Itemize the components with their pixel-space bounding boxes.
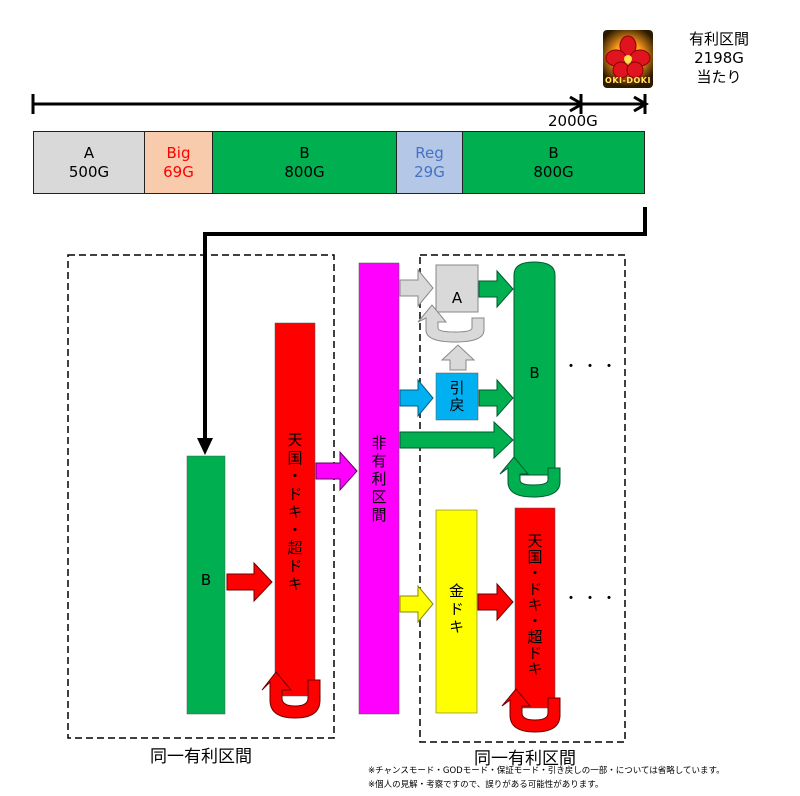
kin-doki-bar (435, 509, 478, 714)
logo-text: OKI-DOKI (605, 76, 651, 85)
hibiscus-icon (605, 35, 651, 79)
left-group-label: 同一有利区間 (150, 747, 252, 767)
segment-b1: B 800G (212, 131, 397, 194)
range-label: 2000G (548, 112, 598, 130)
hiyuuri-bar (358, 262, 400, 715)
arrow-b-to-tengoku (226, 561, 273, 603)
segment-games: 29G (414, 162, 445, 181)
left-b-label: B (200, 571, 212, 589)
connector-arrowhead (197, 438, 213, 455)
tengoku2-bar (514, 507, 556, 709)
arrow-hiyuuri-to-hiki (399, 378, 434, 418)
dots-bottom: ・・・ (563, 588, 621, 607)
left-b-bar (186, 455, 226, 715)
arrow-a-to-b (478, 269, 514, 309)
segment-big: Big 69G (144, 131, 213, 194)
segment-games: 500G (68, 162, 110, 181)
dots-top: ・・・ (563, 356, 621, 375)
arrow-hiyuuri-to-a (399, 268, 434, 308)
segment-games: 69G (163, 162, 194, 181)
connector-line (203, 207, 647, 440)
timeline-ruler (31, 94, 649, 114)
mode-a-loop-icon (417, 304, 485, 343)
right-b-bar (513, 261, 556, 476)
tengoku2-loop-icon (501, 688, 561, 733)
left-group-box (67, 254, 335, 739)
segment-a: A 500G (33, 131, 145, 194)
tengoku-loop-icon (261, 671, 321, 719)
segment-reg: Reg 29G (396, 131, 463, 194)
hiyuuri-label: 非有利区間 (369, 435, 388, 525)
arrow-hiyuuri-to-b (399, 420, 514, 460)
note-1: ※チャンスモード・GODモード・保証モード・引き戻しの一部・については省略してい… (368, 766, 725, 776)
segment-games: 800G (533, 162, 574, 181)
segment-b2: B 800G (462, 131, 645, 194)
tengoku2-label: 天国・ドキ・超ドキ (525, 533, 544, 677)
right-b-label: B (529, 364, 540, 382)
segment-games: 800G (284, 162, 325, 181)
hikimodoshi-label: 引戻 (447, 379, 466, 414)
arrow-kin-to-tengoku2 (477, 582, 514, 622)
segment-label: Reg (415, 143, 444, 162)
segment-label: B (548, 143, 559, 162)
arrow-hiki-to-b (478, 378, 514, 418)
okidoki-logo (603, 30, 653, 88)
right-b-loop-icon (499, 456, 561, 498)
segment-label: A (83, 143, 95, 162)
right-group-label: 同一有利区間 (474, 749, 576, 769)
hikimodoshi-block (435, 372, 479, 421)
tengoku-label: 天国・ドキ・超ドキ (285, 431, 304, 594)
mode-a-label: A (451, 289, 463, 307)
mode-a-block (435, 264, 479, 313)
arrow-hiki-to-a (440, 344, 476, 371)
target-label: 有利区間 2198G 当たり (688, 30, 749, 86)
note-2: ※個人の見解・考察ですので、誤りがある可能性があります。 (368, 780, 604, 790)
tengoku-bar (274, 322, 316, 697)
kin-doki-label: 金ドキ (447, 583, 465, 637)
segment-label: Big (166, 143, 191, 162)
right-group-box (419, 254, 626, 743)
arrow-tengoku-to-hiyuuri (315, 450, 358, 492)
segment-label: B (299, 143, 310, 162)
arrow-hiyuuri-to-kin (399, 584, 434, 624)
